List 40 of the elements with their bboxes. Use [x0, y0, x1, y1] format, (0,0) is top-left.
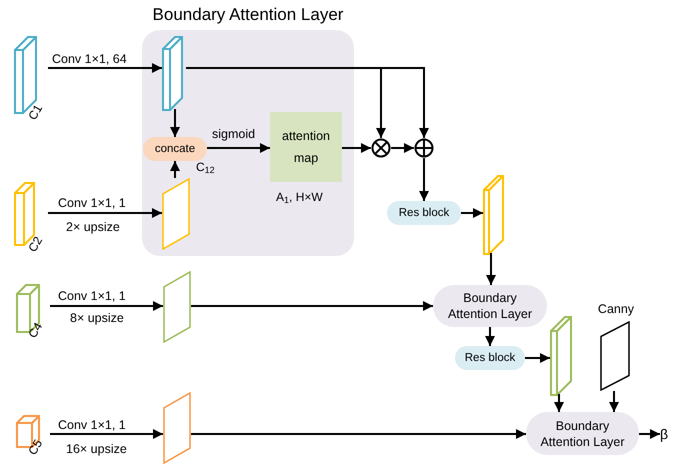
arrow	[486, 253, 496, 285]
map-title: Canny	[596, 301, 636, 317]
arrow	[48, 208, 162, 218]
layer-box: Boundary Attention Layer	[526, 412, 639, 455]
block-box: Res block	[455, 346, 525, 370]
arrow	[50, 429, 163, 439]
edge-note: 2× upsize	[66, 220, 120, 235]
feature-label: C5	[26, 438, 46, 458]
edge-label: Conv 1×1, 1	[58, 418, 126, 433]
node-caption: C$_{12}$	[196, 160, 215, 174]
layer-box: Boundary Attention Layer	[433, 285, 547, 327]
arrow	[191, 429, 526, 439]
edge-label: Conv 1×1, 1	[58, 196, 126, 211]
node-caption: A$_{1}$, H×W	[276, 189, 323, 208]
arrow	[525, 353, 550, 363]
arrow	[191, 301, 433, 311]
arrow	[391, 143, 414, 153]
arrow	[48, 63, 162, 73]
panel-title: Boundary Attention Layer	[152, 4, 344, 26]
edge-note: 8× upsize	[70, 311, 124, 326]
arrow	[419, 158, 429, 201]
arrow	[609, 391, 619, 412]
feature-label: C1	[26, 102, 46, 122]
feature-label: C4	[26, 320, 46, 340]
arrow	[554, 394, 564, 412]
arrow	[485, 327, 495, 346]
arrow	[342, 143, 371, 153]
arrow	[50, 301, 163, 311]
block-box: Res block	[387, 201, 461, 225]
arrow	[207, 143, 270, 153]
output-label: β	[660, 426, 668, 442]
arrow	[461, 208, 483, 218]
arrow	[639, 429, 660, 439]
edge-label: sigmoid	[212, 127, 256, 142]
edge-label: Conv 1×1, 1	[58, 289, 126, 304]
arrow	[170, 161, 180, 178]
arrow	[170, 109, 180, 137]
feature-label: C2	[26, 234, 46, 254]
edge-label: Conv 1×1, 64	[52, 52, 127, 67]
edge-note: 16× upsize	[66, 442, 127, 457]
